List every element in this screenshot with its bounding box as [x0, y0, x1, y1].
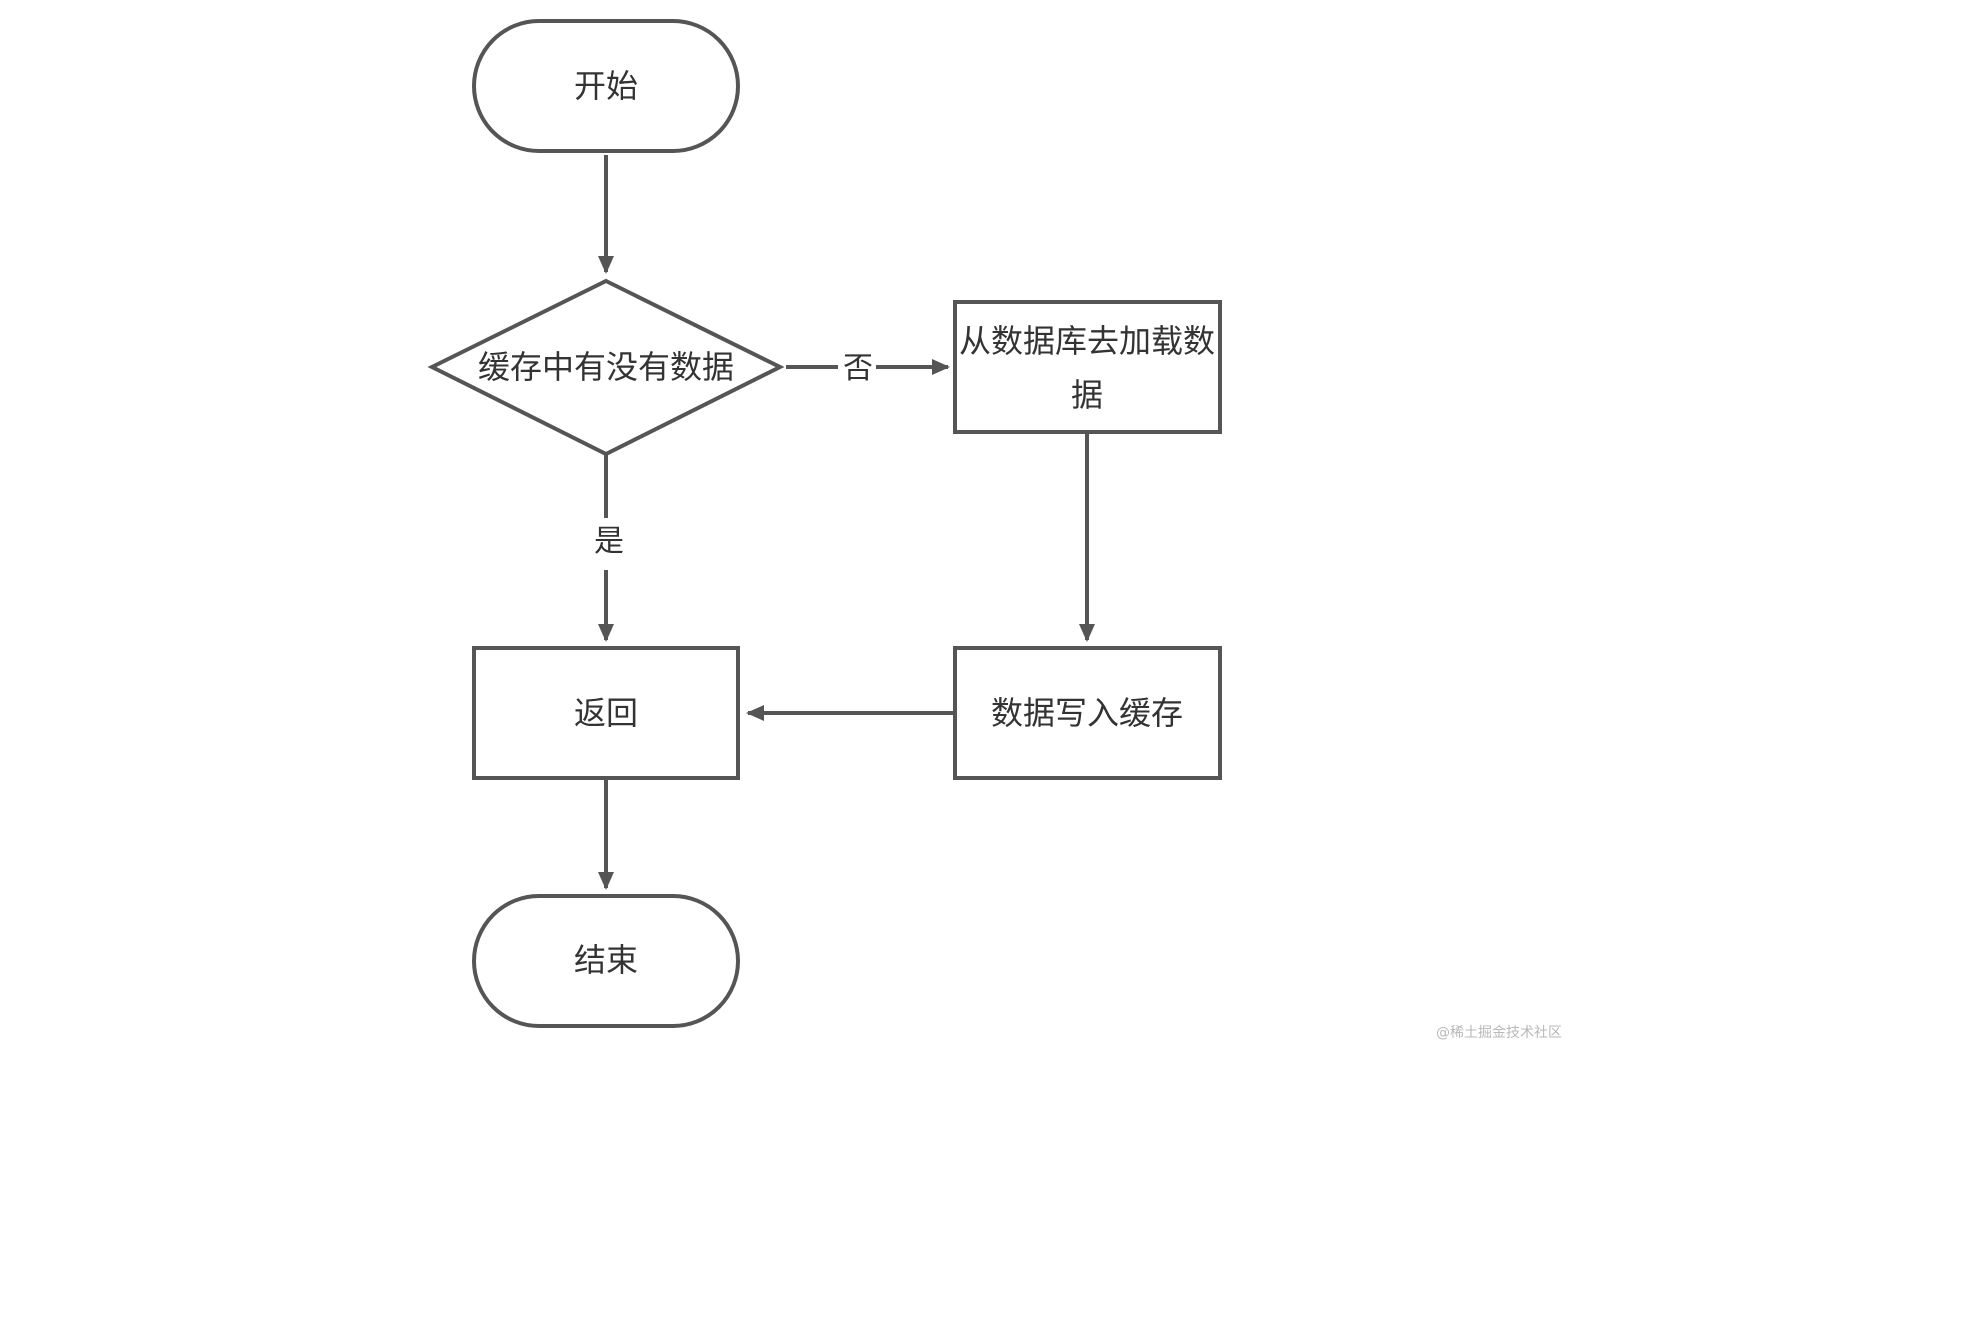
load-db-process — [953, 300, 1222, 434]
watermark-text: @稀土掘金技术社区 — [1436, 1025, 1562, 1041]
start-terminator — [472, 19, 740, 153]
return-process — [472, 646, 740, 780]
decision-diamond — [427, 278, 785, 457]
return-label: 返回 — [574, 694, 638, 732]
edge-label-yes: 是 — [594, 524, 624, 559]
decision-label: 缓存中有没有数据 — [478, 348, 734, 386]
load-db-label-line2: 据 — [1071, 376, 1103, 414]
end-label: 结束 — [574, 941, 638, 979]
write-cache-label: 数据写入缓存 — [991, 694, 1183, 732]
end-terminator — [472, 894, 740, 1028]
load-db-label-line1: 从数据库去加载数 — [959, 322, 1215, 360]
edge-label-no: 否 — [843, 351, 873, 386]
write-cache-process — [953, 646, 1222, 780]
start-label: 开始 — [574, 67, 638, 105]
flowchart-canvas: 否 是 开始 缓存中有没有数据 从数据库去加载数 据 返回 数据写入缓存 结束 … — [427, 19, 1562, 1041]
